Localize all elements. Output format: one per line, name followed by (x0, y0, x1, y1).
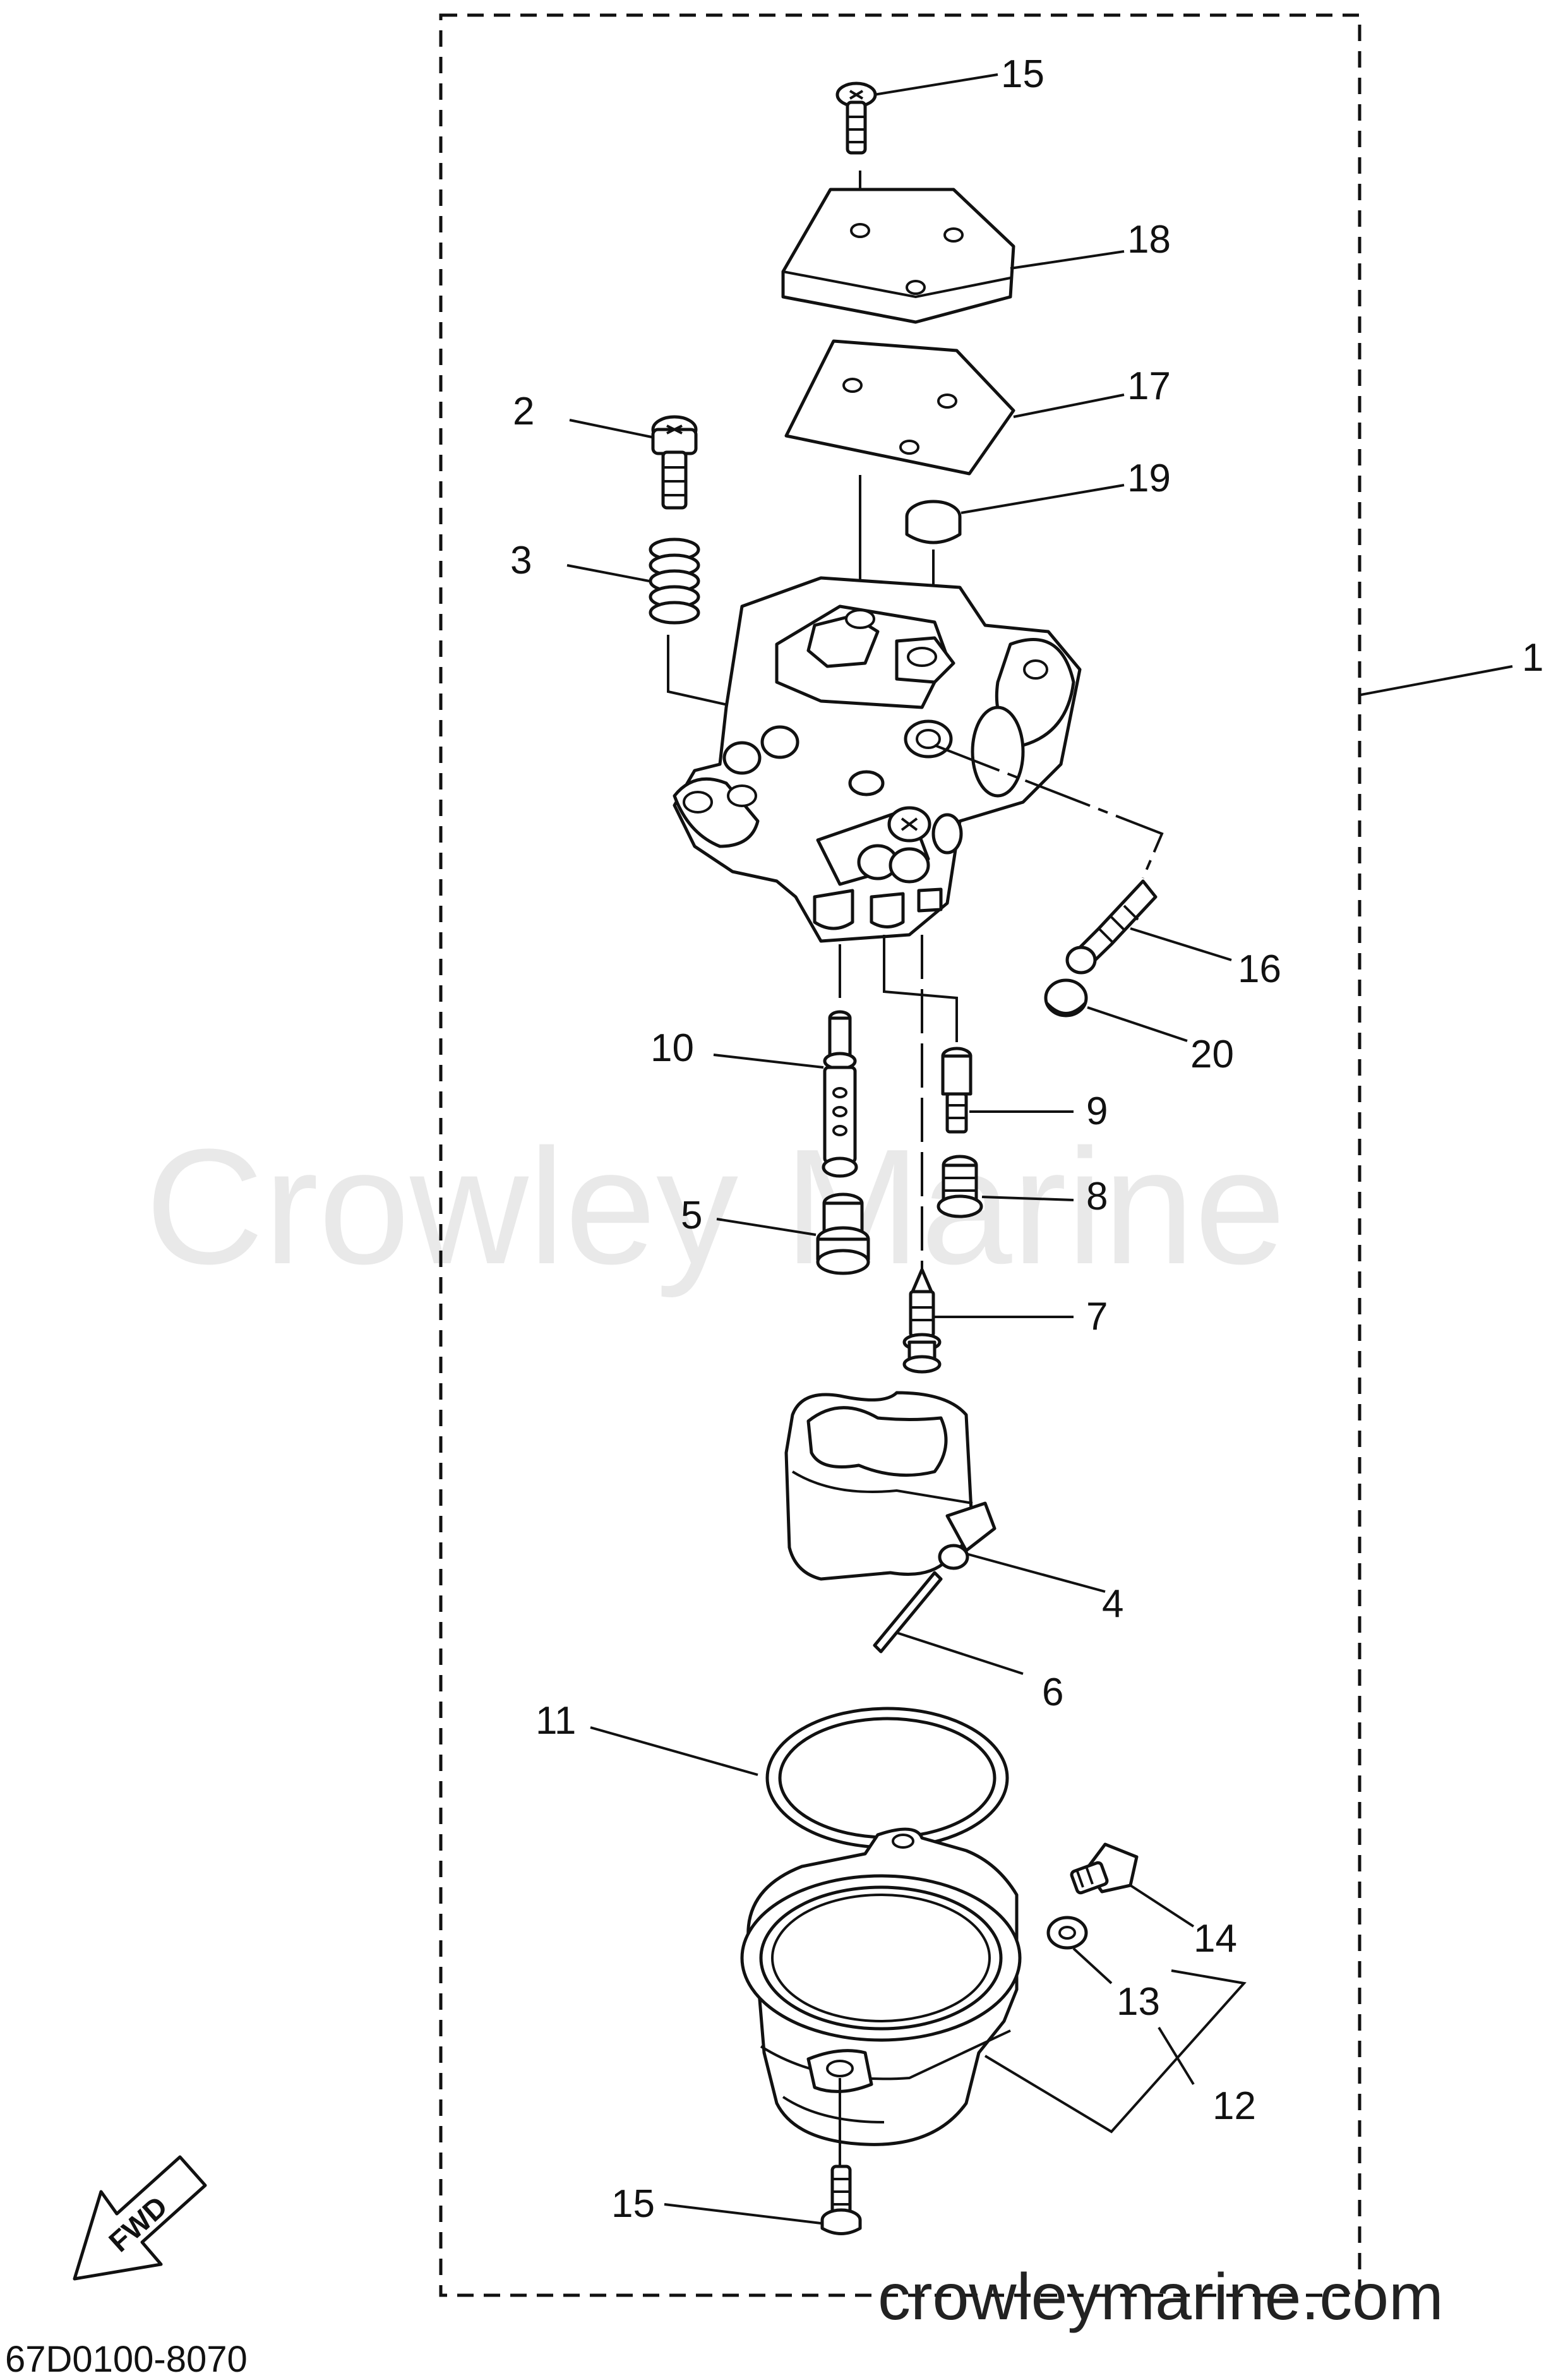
callout-15-top: 15 (1001, 52, 1044, 96)
part-3-spring[interactable] (649, 537, 700, 625)
part-float-chamber[interactable] (740, 1827, 1022, 2146)
website-label: crowleymarine.com (878, 2261, 1444, 2334)
callout-15-bottom: 15 (611, 2182, 655, 2226)
part-9-jet[interactable] (941, 1047, 973, 1134)
callout-13: 13 (1116, 1980, 1160, 2024)
callout-14: 14 (1194, 1917, 1237, 1961)
part-7-needle-valve[interactable] (902, 1268, 942, 1374)
part-13-washer[interactable] (1046, 1916, 1088, 1950)
callout-10: 10 (650, 1026, 694, 1070)
callout-11: 11 (536, 1699, 576, 1743)
callout-6: 6 (1042, 1671, 1063, 1714)
part-17-gasket[interactable] (784, 339, 1015, 476)
callout-17: 17 (1127, 364, 1171, 408)
callout-18: 18 (1127, 218, 1171, 261)
callout-16: 16 (1238, 947, 1281, 991)
callout-12: 12 (1212, 2084, 1256, 2128)
watermark: Crowley Marine (145, 1115, 1286, 1299)
part-4-float[interactable] (784, 1391, 996, 1581)
part-18-cover-plate[interactable] (781, 188, 1015, 324)
part-11-o-ring[interactable] (765, 1707, 1009, 1849)
part-15-bottom-screw[interactable] (820, 2165, 862, 2235)
part-19-cap[interactable] (905, 500, 962, 544)
part-14-drain-screw[interactable] (1070, 1842, 1139, 1895)
callout-4: 4 (1102, 1582, 1123, 1626)
callout-8: 8 (1086, 1175, 1108, 1218)
part-2-screw[interactable] (651, 415, 698, 510)
part-6-float-pin[interactable] (873, 1571, 943, 1654)
part-20-cap[interactable] (1044, 978, 1088, 1018)
assembly-frame (439, 13, 1362, 2297)
part-5-main-jet[interactable] (816, 1192, 870, 1275)
fwd-arrow-icon: FWD (73, 2155, 207, 2281)
part-8-plug[interactable] (937, 1155, 983, 1218)
callout-3: 3 (510, 539, 532, 582)
diagram-code: 67D0100-8070 (5, 2339, 248, 2378)
callout-20: 20 (1190, 1033, 1234, 1076)
callout-19: 19 (1127, 457, 1171, 500)
part-10-main-nozzle[interactable] (822, 1010, 858, 1178)
callout-9: 9 (1086, 1090, 1108, 1133)
callout-5: 5 (681, 1194, 702, 1237)
callout-1: 1 (1522, 636, 1543, 680)
part-1-carburetor-body[interactable] (673, 576, 1082, 943)
callout-7: 7 (1086, 1295, 1108, 1338)
callout-2: 2 (513, 390, 534, 433)
part-16-pilot-screw[interactable] (1065, 879, 1158, 975)
part-15-top-screw[interactable] (835, 81, 877, 155)
